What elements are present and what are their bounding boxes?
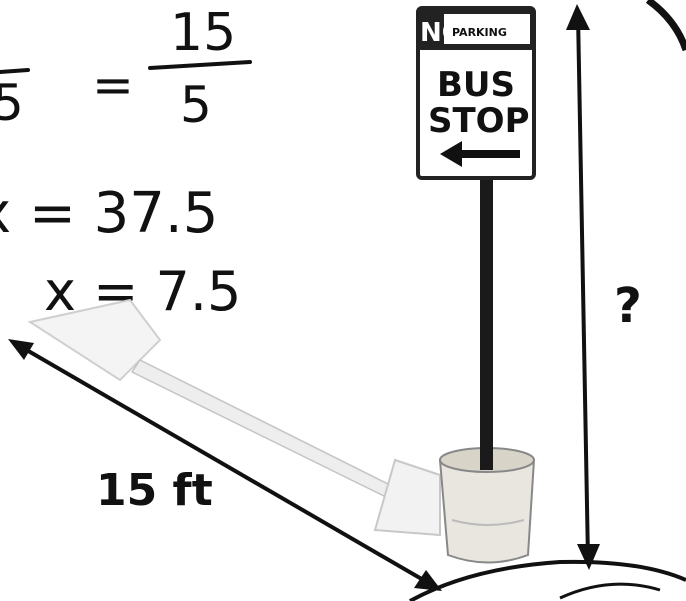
handwritten-work: 15 5 = 5 x = 37.5 x = 7.5	[0, 3, 252, 323]
equals-sign: =	[92, 56, 134, 114]
sign-no: NO	[420, 18, 464, 48]
fraction-numerator: 15	[170, 3, 236, 63]
sign-parking: PARKING	[452, 26, 507, 39]
fraction-bar-right	[148, 60, 252, 70]
corner-arc	[645, 0, 686, 52]
sign-bus: BUS	[437, 65, 515, 105]
fraction-right-denominator: 5	[180, 76, 212, 134]
ground-mound	[409, 559, 686, 601]
shadow-length-arrow	[8, 339, 442, 591]
pole-shadow	[27, 298, 441, 537]
shadow-length-label: 15 ft	[96, 465, 213, 516]
fraction-bar-left	[0, 68, 30, 74]
bus-stop-sign: NO PARKING BUS STOP	[416, 6, 536, 180]
fraction-left-denominator: 5	[0, 74, 24, 132]
height-arrow	[566, 4, 600, 570]
ground-mound-inner	[559, 582, 661, 600]
arrow-left-icon	[440, 141, 520, 167]
sign-stop: STOP	[428, 101, 530, 141]
sign-pole	[480, 175, 493, 470]
equation-line-2: x = 37.5	[0, 181, 218, 246]
unknown-height-label: ?	[614, 278, 642, 334]
